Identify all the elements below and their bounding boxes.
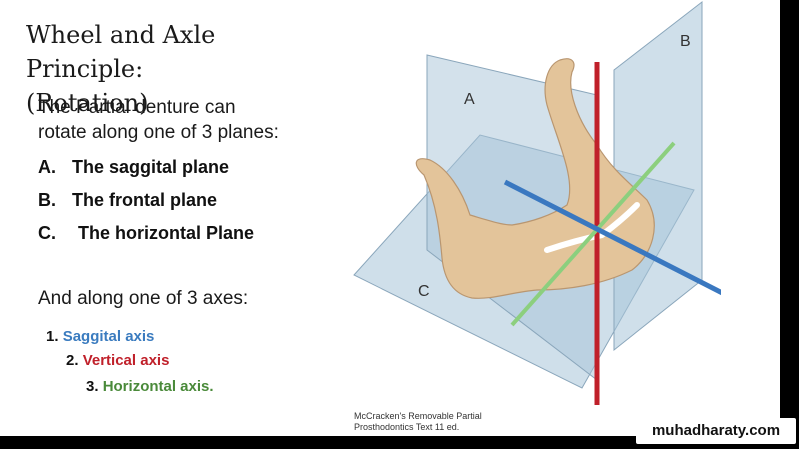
axis-label: Vertical axis xyxy=(82,352,170,369)
caption-line-1: McCracken's Removable Partial xyxy=(354,411,482,421)
intro-text: The Partial denture can rotate along one… xyxy=(38,95,338,145)
axis-label: Horizontal axis. xyxy=(102,378,214,395)
slide-title: Wheel and Axle Principle: (Rotation) xyxy=(26,18,326,120)
plane-letter: C. xyxy=(38,223,56,243)
frontal-plane-b xyxy=(613,0,703,352)
axis-label: Saggital axis xyxy=(62,328,155,345)
plane-b-label: B xyxy=(680,33,691,50)
axis-number: 3. xyxy=(86,378,99,395)
title-line-1: Wheel and Axle Principle: xyxy=(26,21,216,83)
axes-intro: And along one of 3 axes: xyxy=(38,288,249,309)
plane-item-saggital: A. The saggital plane xyxy=(38,157,229,178)
letterbox-right xyxy=(780,0,799,449)
title-line-2: (Rotation) xyxy=(26,89,149,117)
mandible-planes-figure: A B C xyxy=(352,0,721,436)
intro-line-1: The Partial denture can xyxy=(38,97,236,118)
axis-number: 1. xyxy=(46,328,59,345)
plane-item-frontal: B. The frontal plane xyxy=(38,190,217,211)
caption-line-2: Prosthodontics Text 11 ed. xyxy=(354,422,460,432)
plane-label: The saggital plane xyxy=(72,157,230,177)
site-watermark: muhadharaty.com xyxy=(636,418,796,444)
intro-line-2: rotate along one of 3 planes: xyxy=(38,122,279,143)
letterbox-bottom xyxy=(0,436,799,449)
figure-drawing: A B C xyxy=(353,0,721,405)
horizontal-axis-line xyxy=(510,141,676,327)
axis-item-horizontal: 3. Horizontal axis. xyxy=(86,378,214,395)
sagittal-axis-line xyxy=(503,179,721,296)
plane-letter: A. xyxy=(38,157,56,177)
plane-letter: B. xyxy=(38,190,56,210)
figure-caption: McCracken's Removable Partial Prosthodon… xyxy=(354,411,554,433)
plane-label: The horizontal Plane xyxy=(78,223,255,243)
axis-item-vertical: 2. Vertical axis xyxy=(66,352,169,369)
axis-item-saggital: 1. Saggital axis xyxy=(46,328,154,345)
plane-item-horizontal: C. The horizontal Plane xyxy=(38,223,254,244)
plane-c-label: C xyxy=(418,283,430,300)
axis-number: 2. xyxy=(66,352,79,369)
teeth-row xyxy=(544,202,640,253)
plane-label: The frontal plane xyxy=(72,190,218,210)
plane-a-label: A xyxy=(464,91,475,108)
